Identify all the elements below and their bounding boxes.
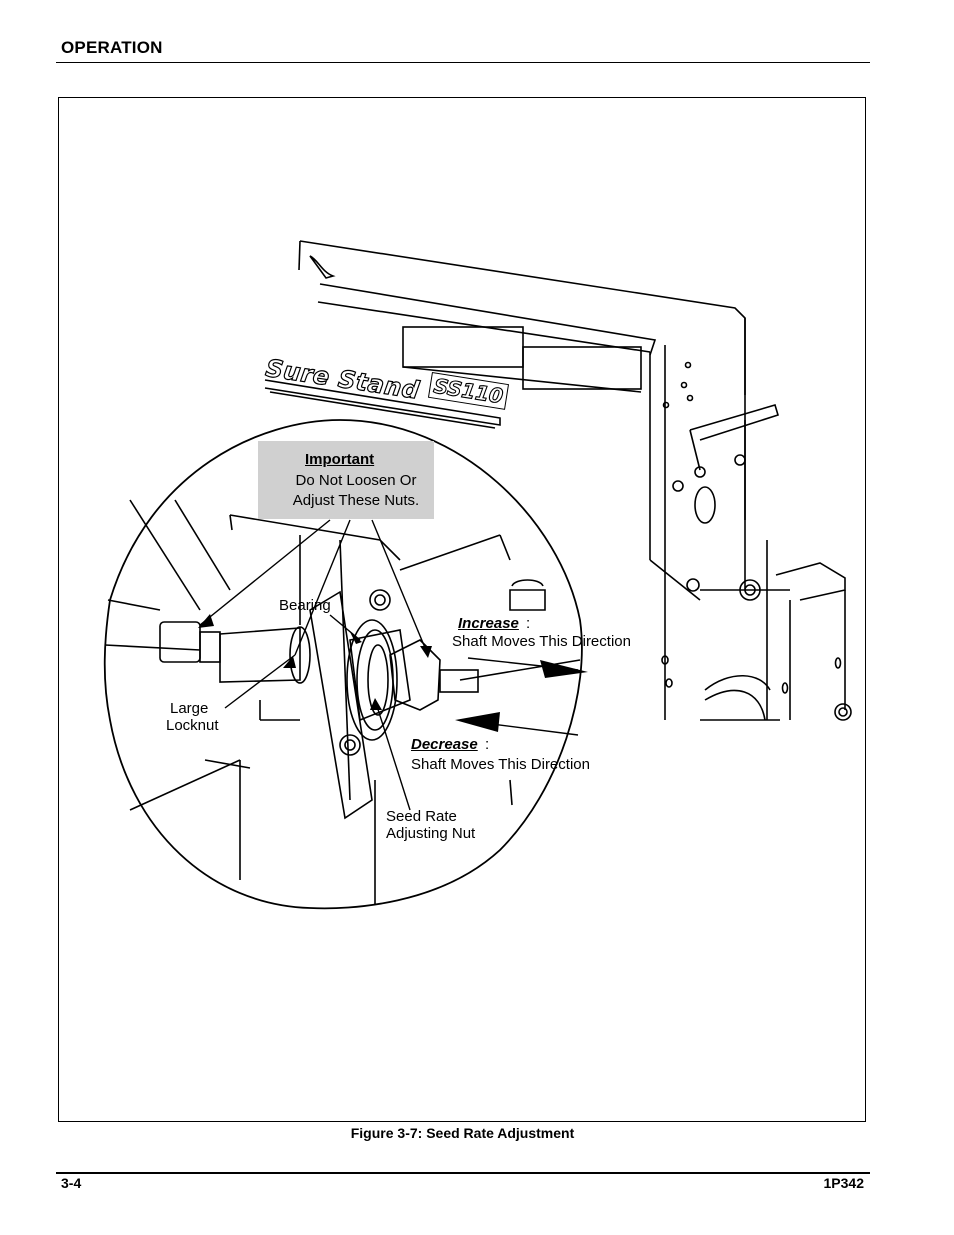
label-decrease-colon: : — [485, 736, 490, 753]
label-decrease-text: Shaft Moves This Direction — [411, 756, 590, 773]
decal-box-right — [522, 346, 642, 390]
shaft-assembly — [104, 499, 581, 905]
label-bearing: Bearing — [279, 597, 331, 614]
label-adjusting-nut: Adjusting Nut — [386, 825, 476, 842]
header-rule — [56, 62, 870, 63]
label-increase-title: Increase — [458, 615, 519, 632]
label-locknut: Locknut — [166, 717, 219, 734]
document-number: 1P342 — [823, 1175, 864, 1191]
hopper-outline — [298, 240, 852, 721]
figure-caption: Figure 3-7: Seed Rate Adjustment — [350, 1125, 575, 1141]
footer-rule — [56, 1172, 870, 1174]
figure-frame — [58, 97, 866, 1122]
label-large: Large — [170, 700, 209, 717]
section-title: OPERATION — [61, 38, 163, 57]
callout-title: Important — [305, 451, 375, 468]
decal-box-left — [402, 326, 524, 368]
callout-text: Do Not Loosen Or Adjust These Nuts. — [292, 472, 420, 509]
label-decrease-title: Decrease — [411, 736, 478, 753]
label-seed-rate: Seed Rate — [386, 808, 457, 825]
magnifier-circle — [103, 419, 583, 910]
important-callout — [258, 441, 434, 519]
page-number: 3-4 — [61, 1175, 82, 1191]
label-increase-text: Shaft Moves This Direction — [452, 633, 631, 650]
arrowheads — [198, 614, 588, 732]
label-increase-colon: : — [526, 615, 531, 632]
